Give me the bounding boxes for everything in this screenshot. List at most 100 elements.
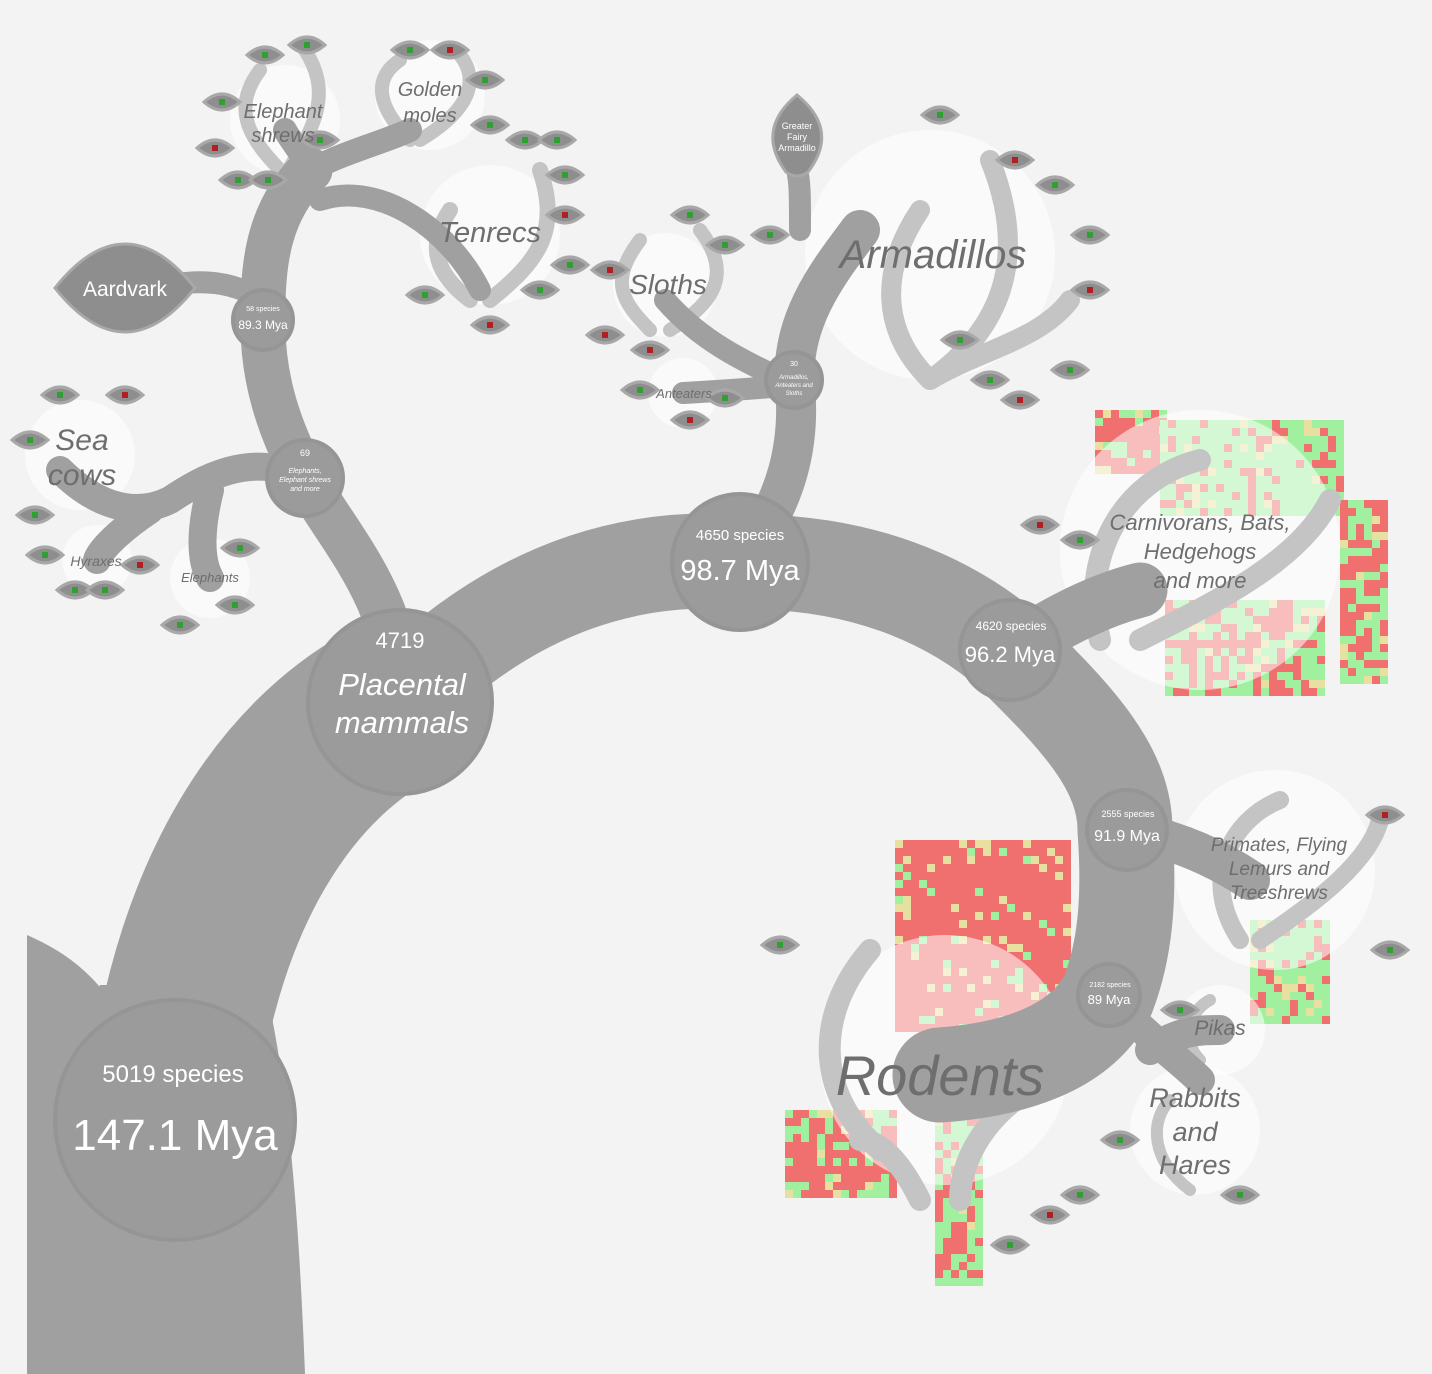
heatmap-cell (1314, 968, 1322, 976)
heatmap-cell (1317, 632, 1325, 640)
clade-carnivorans[interactable]: Hedgehogs (1144, 539, 1257, 564)
heatmap-cell (1348, 564, 1356, 572)
heatmap-cell (801, 1158, 809, 1166)
heatmap-cell (1015, 912, 1023, 920)
conservation-status-marker (122, 392, 128, 398)
clade-sea-cows[interactable]: cows (48, 459, 116, 492)
heatmap-cell (1372, 540, 1380, 548)
heatmap-cell (1127, 418, 1135, 426)
heatmap-cell (833, 1190, 841, 1198)
heatmap-cell (793, 1142, 801, 1150)
heatmap-cell (1047, 928, 1055, 936)
heatmap-cell (967, 896, 975, 904)
heatmap-cell (1274, 992, 1282, 1000)
heatmap-cell (1039, 936, 1047, 944)
node-69[interactable]: 69 Elephants, Elephant shrews and more (265, 438, 345, 518)
node-30[interactable]: 30 Armadillos, Anteaters and Sloths (764, 350, 824, 410)
clade-carnivorans[interactable]: and more (1154, 568, 1247, 593)
heatmap-cell (935, 904, 943, 912)
clade-primates[interactable]: Treeshrews (1230, 883, 1328, 904)
heatmap-cell (1298, 1000, 1306, 1008)
clade-carnivorans[interactable]: Carnivorans, Bats, (1110, 510, 1291, 535)
heatmap-cell (1274, 1008, 1282, 1016)
heatmap-cell (919, 872, 927, 880)
heatmap-cell (1348, 556, 1356, 564)
node-58[interactable]: 58 species 89.3 Mya (231, 288, 295, 352)
clade-pikas[interactable]: Pikas (1194, 1017, 1246, 1040)
heatmap-cell (1348, 604, 1356, 612)
heatmap-cell (1336, 428, 1344, 436)
heatmap-cell (895, 880, 903, 888)
heatmap-cell (1317, 664, 1325, 672)
node-age: 96.2 Mya (965, 642, 1056, 667)
heatmap-cell (1111, 434, 1119, 442)
heatmap-cell (889, 1182, 897, 1190)
conservation-status-marker (304, 42, 310, 48)
heatmap-cell (1007, 856, 1015, 864)
heatmap-cell (793, 1174, 801, 1182)
clade-sloths[interactable]: Sloths (629, 269, 707, 300)
heatmap-cell (943, 864, 951, 872)
heatmap-cell (1282, 1016, 1290, 1024)
heatmap-cell (1348, 524, 1356, 532)
clade-golden-moles[interactable]: Golden (398, 79, 463, 101)
clade-labels[interactable]: Elephant shrews Golden moles Tenrecs Sea… (48, 79, 1348, 1180)
heatmap-cell (959, 1270, 967, 1278)
heatmap-cell (1266, 984, 1274, 992)
heatmap-cell (1314, 992, 1322, 1000)
heatmap-cell (857, 1150, 865, 1158)
heatmap-cell (919, 904, 927, 912)
leaf-greater-fairy-armadillo[interactable]: Greater Fairy Armadillo (771, 93, 824, 178)
heatmap-cell (1015, 904, 1023, 912)
node-placental-mammals[interactable]: 4719 Placental mammals (306, 608, 494, 796)
heatmap-cell (1320, 460, 1328, 468)
clade-golden-moles[interactable]: moles (403, 105, 456, 127)
heatmap-cell (1015, 840, 1023, 848)
heatmap-cell (1317, 648, 1325, 656)
heatmap-cell (919, 880, 927, 888)
heatmap-cell (1261, 688, 1269, 696)
conservation-status-marker (722, 395, 728, 401)
clade-elephants[interactable]: Elephants (181, 570, 239, 585)
clade-sea-cows[interactable]: Sea (55, 424, 108, 457)
clade-anteaters[interactable]: Anteaters (655, 386, 712, 401)
heatmap-cell (1296, 420, 1304, 428)
clade-rabbits[interactable]: Rabbits (1149, 1083, 1241, 1113)
heatmap-cell (1031, 888, 1039, 896)
node-2182[interactable]: 2182 species 89 Mya (1076, 962, 1142, 1028)
heatmap-cell (911, 856, 919, 864)
clade-elephant-shrews[interactable]: shrews (251, 125, 314, 147)
clade-armadillos[interactable]: Armadillos (838, 233, 1027, 277)
node-root[interactable]: 5019 species 147.1 Mya (53, 998, 297, 1242)
clade-elephant-shrews[interactable]: Elephant (244, 101, 324, 123)
heatmap-cell (1055, 928, 1063, 936)
clade-rabbits[interactable]: Hares (1159, 1150, 1231, 1180)
heatmap-cell (1031, 952, 1039, 960)
clade-hyraxes[interactable]: Hyraxes (70, 553, 121, 569)
heatmap-cell (1047, 880, 1055, 888)
node-2555[interactable]: 2555 species 91.9 Mya (1085, 788, 1169, 872)
heatmap-cell (975, 1278, 983, 1286)
clade-primates[interactable]: Primates, Flying (1211, 835, 1348, 856)
clade-rabbits[interactable]: and (1172, 1117, 1218, 1147)
heatmap-cell (833, 1142, 841, 1150)
heatmap-cell (1031, 840, 1039, 848)
heatmap-cell (833, 1174, 841, 1182)
node-4620[interactable]: 4620 species 96.2 Mya (958, 598, 1062, 702)
heatmap-cell (1055, 880, 1063, 888)
heatmap-cell (975, 920, 983, 928)
clade-rodents[interactable]: Rodents (836, 1044, 1045, 1107)
clade-tenrecs[interactable]: Tenrecs (439, 217, 541, 249)
heatmap-cell (881, 1174, 889, 1182)
heatmap-cell (1306, 1000, 1314, 1008)
node-name: Elephant shrews (279, 477, 331, 484)
leaf-aardvark[interactable]: Aardvark (53, 242, 197, 334)
heatmap-cell (919, 912, 927, 920)
heatmap-cell (1277, 672, 1285, 680)
species-leaves[interactable] (9, 35, 1411, 1255)
heatmap-cell (849, 1166, 857, 1174)
clade-primates[interactable]: Lemurs and (1229, 859, 1331, 880)
node-4650[interactable]: 4650 species 98.7 Mya (670, 492, 810, 632)
heatmap-cell (1380, 516, 1388, 524)
